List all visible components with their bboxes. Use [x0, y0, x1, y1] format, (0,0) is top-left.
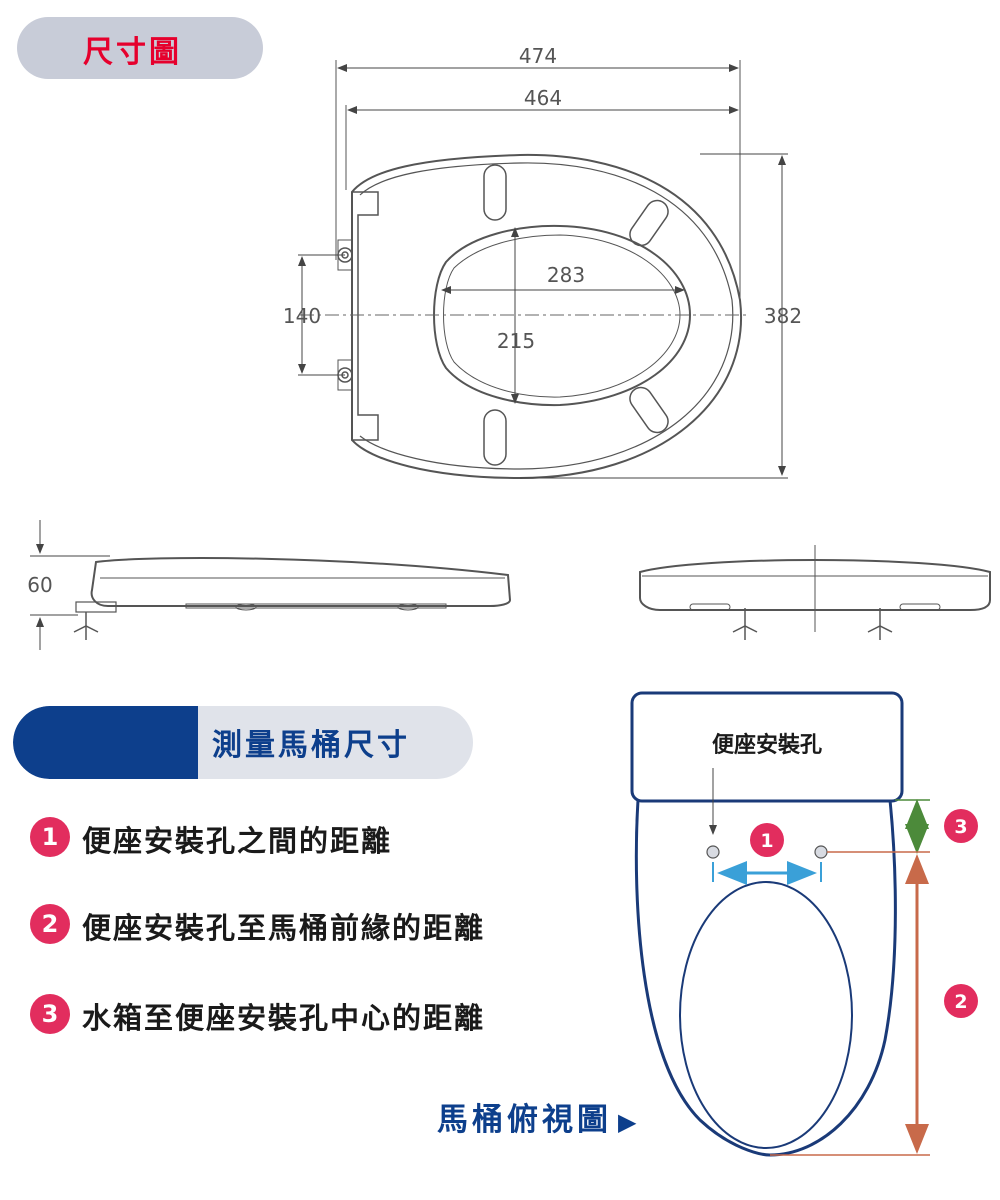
dim-height: 60 — [27, 573, 52, 597]
dim-hole-spacing: 140 — [283, 304, 321, 328]
marker-1-label: 1 — [760, 830, 773, 852]
topview-caption-text: 馬桶俯視圖 — [437, 1102, 612, 1138]
dim-width-outer: 474 — [519, 44, 557, 68]
play-arrow-icon: ▶ — [618, 1108, 637, 1136]
seat-side-view — [73, 557, 512, 640]
dim-lines-top — [298, 64, 788, 479]
tank-shape — [630, 691, 904, 803]
dim-opening-width: 283 — [547, 263, 585, 287]
mounting-hole-right — [814, 845, 828, 859]
measure-title-pill: 測量馬桶尺寸 — [13, 706, 473, 779]
legend-text-1: 便座安裝孔之間的距離 — [82, 824, 393, 858]
toilet-top-view — [630, 691, 978, 1157]
legend-badge-3: 3 — [30, 994, 70, 1034]
marker-2-label: 2 — [954, 991, 967, 1013]
measure-title-accent — [13, 706, 198, 779]
marker-2-badge — [944, 984, 978, 1018]
page-title: 尺寸圖 — [83, 35, 182, 70]
dim-opening-depth: 215 — [497, 329, 535, 353]
dim-lines-side — [30, 520, 110, 650]
mounting-hole-left — [706, 845, 720, 859]
legend-badge-2: 2 — [30, 904, 70, 944]
dim-length: 382 — [764, 304, 802, 328]
topview-caption: 馬桶俯視圖▶ — [437, 1094, 636, 1139]
measure-title: 測量馬桶尺寸 — [212, 728, 410, 763]
marker-3-badge — [944, 809, 978, 843]
header-pill: 尺寸圖 — [17, 17, 263, 79]
seat-front-view — [639, 545, 991, 640]
legend-text-2: 便座安裝孔至馬桶前緣的距離 — [82, 911, 486, 945]
dim-width-inner: 464 — [524, 86, 562, 110]
tank-label: 便座安裝孔 — [712, 732, 822, 758]
marker-1-badge — [750, 823, 784, 857]
seat-plan-view — [335, 60, 743, 480]
marker-3-label: 3 — [954, 816, 967, 838]
legend-text-3: 水箱至便座安裝孔中心的距離 — [82, 1001, 486, 1035]
legend-badge-1: 1 — [30, 817, 70, 857]
bowl-opening — [679, 881, 853, 1149]
